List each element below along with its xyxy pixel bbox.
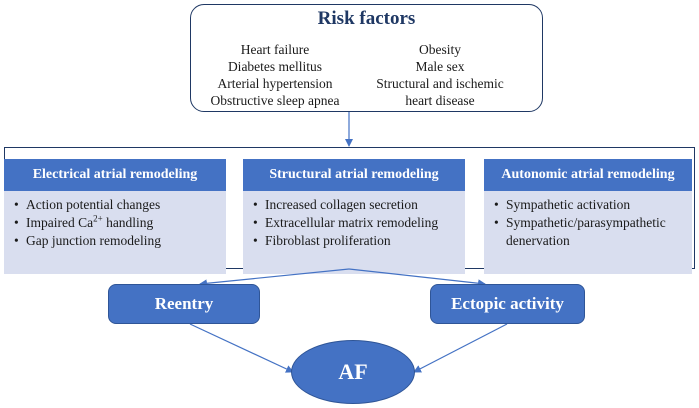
structural-remodeling-body: Increased collagen secretion Extracellul… <box>243 191 465 274</box>
risk-factor-item: Obstructive sleep apnea <box>210 93 340 108</box>
arrow-reentry-to-af <box>189 323 294 373</box>
electrical-remodeling-title: Electrical atrial remodeling <box>4 159 226 191</box>
reentry-box: Reentry <box>108 284 260 324</box>
list-item: Action potential changes <box>14 196 220 214</box>
risk-factor-item: Obesity <box>419 42 461 57</box>
risk-factor-item: Male sex <box>415 59 465 74</box>
list-item: Fibroblast proliferation <box>253 232 459 250</box>
risk-factor-item: Arterial hypertension <box>217 76 333 91</box>
list-item: Sympathetic/parasympathetic denervation <box>494 214 686 250</box>
structural-remodeling-title: Structural atrial remodeling <box>243 159 465 191</box>
list-item: Impaired Ca2+ handling <box>14 214 220 232</box>
list-item: Extracellular matrix remodeling <box>253 214 459 232</box>
calcium-label: Impaired Ca <box>26 215 94 230</box>
arrow-ectopic-to-af <box>413 323 508 373</box>
list-item: Sympathetic activation <box>494 196 686 214</box>
arrow-to-ectopic <box>348 268 486 288</box>
electrical-remodeling-body: Action potential changes Impaired Ca2+ h… <box>4 191 226 274</box>
af-outcome-oval: AF <box>291 340 415 404</box>
ectopic-activity-box: Ectopic activity <box>430 284 585 324</box>
list-item-line: Sympathetic/parasympathetic <box>506 215 666 230</box>
risk-factors-title: Risk factors <box>317 8 416 29</box>
risk-factor-item: heart disease <box>405 93 475 108</box>
list-item: Gap junction remodeling <box>14 232 220 250</box>
structural-remodeling-card: Structural atrial remodeling Increased c… <box>243 159 465 274</box>
risk-factor-item: Structural and ischemic <box>376 76 504 91</box>
electrical-remodeling-card: Electrical atrial remodeling Action pote… <box>4 159 226 274</box>
risk-factors-box <box>190 4 543 112</box>
calcium-suffix: handling <box>102 215 154 230</box>
risk-factors-right-list: Obesity Male sex Structural and ischemic… <box>350 41 530 109</box>
autonomic-remodeling-title: Autonomic atrial remodeling <box>484 159 692 191</box>
risk-factors-left-list: Heart failure Diabetes mellitus Arterial… <box>200 41 350 109</box>
list-item: Increased collagen secretion <box>253 196 459 214</box>
list-item-line: denervation <box>506 233 570 248</box>
risk-factor-item: Diabetes mellitus <box>227 59 323 74</box>
calcium-superscript: 2+ <box>93 213 103 224</box>
arrow-to-reentry <box>199 268 350 288</box>
autonomic-remodeling-body: Sympathetic activation Sympathetic/paras… <box>484 191 692 274</box>
autonomic-remodeling-card: Autonomic atrial remodeling Sympathetic … <box>484 159 692 274</box>
risk-factor-item: Heart failure <box>240 42 310 57</box>
